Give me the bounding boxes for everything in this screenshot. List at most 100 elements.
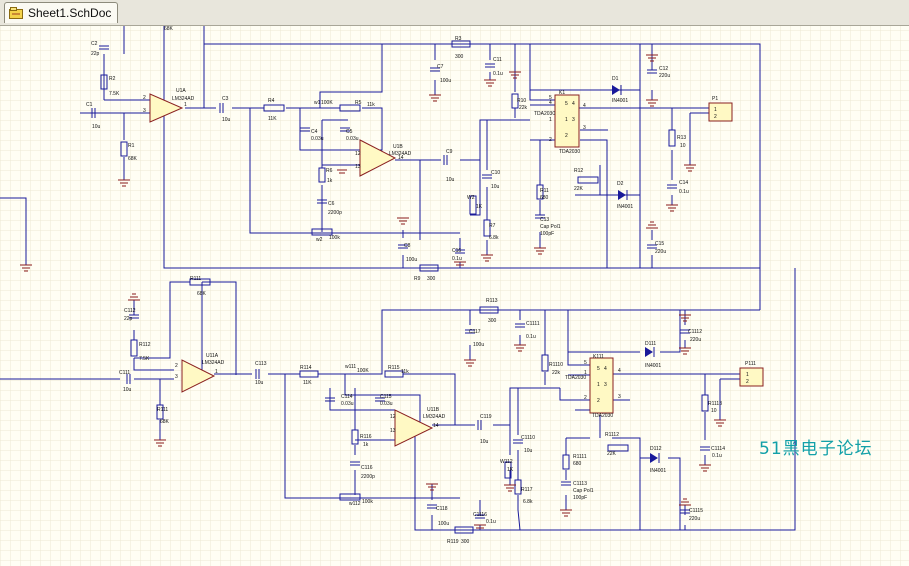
label-c14-value: 0.1u	[679, 189, 689, 195]
label-r9: R9	[414, 276, 421, 282]
label-r1: R1	[128, 143, 135, 149]
label-c1116-value: 0.1u	[486, 519, 496, 525]
pin-number-label: 5	[584, 360, 587, 366]
label-r117-value: 6.8k	[523, 499, 533, 505]
pin-number-label: 12	[390, 414, 396, 420]
pin-number-label: 2	[549, 137, 552, 143]
pin-number-label: 12	[355, 151, 361, 157]
label-c15-value: 220u	[655, 249, 666, 255]
diode-d2	[618, 190, 626, 200]
upper-components	[91, 40, 733, 272]
label-r119: R119	[447, 539, 459, 545]
label-d2: D2	[617, 181, 624, 187]
label-c112-value: 22p	[124, 316, 133, 322]
upper-labels: 68K C2 22p R2 7.5K C1 10u R1 68K U1A LM3…	[86, 26, 718, 282]
pin-number-label: 4	[572, 101, 575, 107]
label-r1112: R1112	[605, 432, 619, 438]
label-tda2030-c: TDA2030	[565, 375, 586, 381]
label-r115-value: 11k	[401, 369, 409, 375]
label-r111: R111	[190, 276, 201, 282]
label-u1a-value: LM324AD	[172, 96, 195, 102]
pin-number-label: 3	[618, 394, 621, 400]
label-c11-value: 0.1u	[493, 71, 503, 77]
label-w1-value: 100K	[321, 100, 333, 106]
label-c13-value2: 100pF	[540, 231, 554, 237]
label-w2-lower-value: 100k	[329, 235, 340, 241]
lower-components	[126, 278, 764, 534]
label-w2-value: 1K	[476, 204, 483, 210]
pin-number-label: 5	[565, 101, 568, 107]
upper-ground-symbols	[20, 54, 696, 272]
label-c118-value: 100u	[438, 521, 449, 527]
label-r111b: R111	[157, 407, 168, 413]
opamp-u11b	[394, 409, 434, 447]
label-u1b-value: LM324AD	[389, 151, 412, 157]
label-w112-lower-value: 100k	[362, 499, 373, 505]
label-d112-value: IN4001	[650, 468, 666, 474]
label-c111-value: 10u	[123, 387, 132, 393]
label-c115-value: 0.03u	[380, 401, 393, 407]
pin-number-label: 1	[597, 382, 600, 388]
label-c13: C13	[540, 217, 549, 223]
label-u11b-value: LM324AD	[423, 414, 446, 420]
pin-number-label: 14	[398, 155, 404, 161]
label-u11a-value: LM324AD	[202, 360, 225, 366]
label-w2-lower: w2	[316, 237, 323, 243]
label-c12: C12	[659, 66, 668, 72]
label-c1113-value: Cap Pol1	[573, 488, 594, 494]
pin-number-label: 1	[584, 370, 587, 376]
schematic-sheet[interactable]: 68K C2 22p R2 7.5K C1 10u R1 68K U1A LM3…	[0, 26, 909, 566]
label-w112: W112	[500, 459, 513, 465]
pin-number-label: 1	[565, 117, 568, 123]
label-r12: R12	[574, 168, 583, 174]
label-r1112-value: 22K	[607, 451, 617, 457]
label-r116: R116	[360, 434, 372, 440]
pin-number-label: 2	[565, 133, 568, 139]
label-c8-value: 100u	[406, 257, 417, 263]
label-r7-value: 6.8k	[489, 235, 499, 241]
label-r114-value: 11K	[303, 380, 312, 386]
label-r1111: R1111	[573, 454, 587, 460]
label-c1111-value: 0.1u	[526, 334, 536, 340]
label-r1113: R1113	[708, 401, 722, 407]
pin-number-label: 5	[597, 366, 600, 372]
label-c1-value: 10u	[92, 124, 101, 130]
label-w111: w111	[345, 364, 356, 370]
label-c114-value: 0.03u	[341, 401, 354, 407]
label-p111: P111	[745, 361, 756, 367]
label-r4-value: 11K	[268, 116, 277, 122]
label-r3: R3	[455, 36, 462, 42]
label-c4-value: 0.03u	[311, 136, 324, 142]
pin-number-label: 1	[215, 369, 218, 375]
schematic-canvas[interactable]: 68K C2 22p R2 7.5K C1 10u R1 68K U1A LM3…	[0, 26, 909, 566]
label-c119: C119	[480, 414, 492, 420]
diode-d111	[645, 347, 653, 357]
label-r1111-value: 680	[573, 461, 582, 467]
label-r2-value: 7.5K	[109, 91, 120, 97]
label-p1: P1	[712, 96, 718, 102]
label-tda2030-a: TDA2030	[534, 111, 555, 117]
pin-number-label: 2	[597, 398, 600, 404]
label-c5: C5	[346, 129, 353, 135]
label-k111: K111	[593, 354, 604, 360]
label-c1113: C1113	[573, 481, 587, 487]
label-c1111: C1111	[526, 321, 540, 327]
label-u1a: U1A	[176, 88, 186, 94]
label-c2-value: 22p	[91, 51, 100, 57]
document-tab-bar: Sheet1.SchDoc	[0, 0, 909, 26]
label-c1115: C1115	[689, 508, 703, 514]
label-r113: R113	[486, 298, 498, 304]
label-c1116: C1116	[473, 512, 487, 518]
label-r1113-value: 10	[711, 408, 717, 414]
label-r13-value: 10	[680, 143, 686, 149]
label-r6-value: 1k	[327, 178, 333, 184]
label-c113: C113	[255, 361, 267, 367]
label-r115: R115	[388, 365, 400, 371]
pin-number-label: 2	[175, 363, 178, 369]
label-c7-value: 100u	[440, 78, 451, 84]
forum-watermark: 51黑电子论坛	[759, 439, 873, 459]
document-tab[interactable]: Sheet1.SchDoc	[4, 2, 119, 23]
label-c1113-value2: 100pF	[573, 495, 587, 501]
label-c5-value: 0.03u	[346, 136, 359, 142]
schematic-document-icon	[9, 7, 23, 19]
